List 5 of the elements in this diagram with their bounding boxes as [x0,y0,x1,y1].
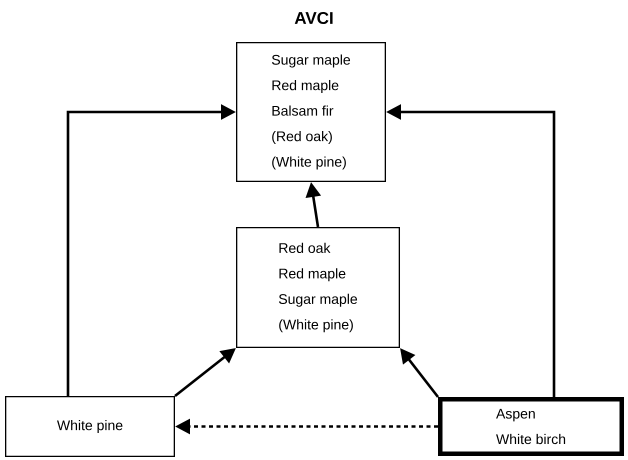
species-box: White pine [5,396,175,457]
title: AVCI [294,12,333,24]
species-box: Sugar maple Red maple Balsam fir (Red oak) (White pine) [236,42,386,182]
species-box: Aspen White birch [438,397,624,456]
species-box: Red oak Red maple Sugar maple (White pine) [236,227,400,348]
